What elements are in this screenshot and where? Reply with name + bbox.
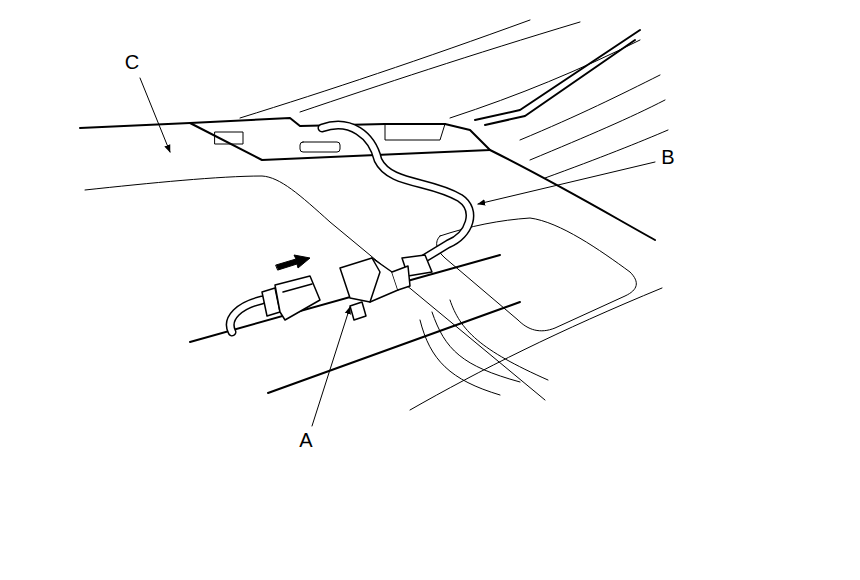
trim-edge <box>450 300 548 380</box>
connector-housing <box>275 276 320 320</box>
direction-arrow <box>276 255 310 270</box>
bracket-panel <box>190 118 445 126</box>
leader-line <box>140 78 170 152</box>
contour-line <box>240 20 530 118</box>
callout-letter: C <box>125 52 139 72</box>
trim-edge <box>432 312 520 382</box>
connector-tab <box>350 302 366 320</box>
leader-line <box>478 162 655 204</box>
trim-edge <box>420 320 500 395</box>
bracket-hole <box>300 142 340 152</box>
contour-line <box>520 75 660 140</box>
contour-line <box>450 40 640 118</box>
roof-edge <box>80 123 190 128</box>
contour-line <box>545 130 668 178</box>
harness-fill <box>322 125 470 258</box>
contour-line <box>530 100 665 160</box>
connector-edge <box>283 284 312 292</box>
contour-line <box>410 288 662 410</box>
harness-outline <box>230 300 262 332</box>
bracket-hole <box>385 124 445 140</box>
harness-outline <box>322 125 470 258</box>
bracket-hole <box>215 132 243 144</box>
rail-line <box>190 255 500 342</box>
headliner-edge <box>85 176 545 400</box>
connector-housing <box>340 258 398 302</box>
callout-letter: B <box>661 147 674 167</box>
callout-letter: A <box>299 430 312 450</box>
roof-rail <box>485 40 635 125</box>
roof-rail <box>475 30 640 120</box>
connector-body <box>392 266 410 290</box>
connector-edge <box>370 258 380 302</box>
leader-line <box>312 307 350 426</box>
harness-fill <box>230 300 262 332</box>
rail-line <box>268 302 520 393</box>
